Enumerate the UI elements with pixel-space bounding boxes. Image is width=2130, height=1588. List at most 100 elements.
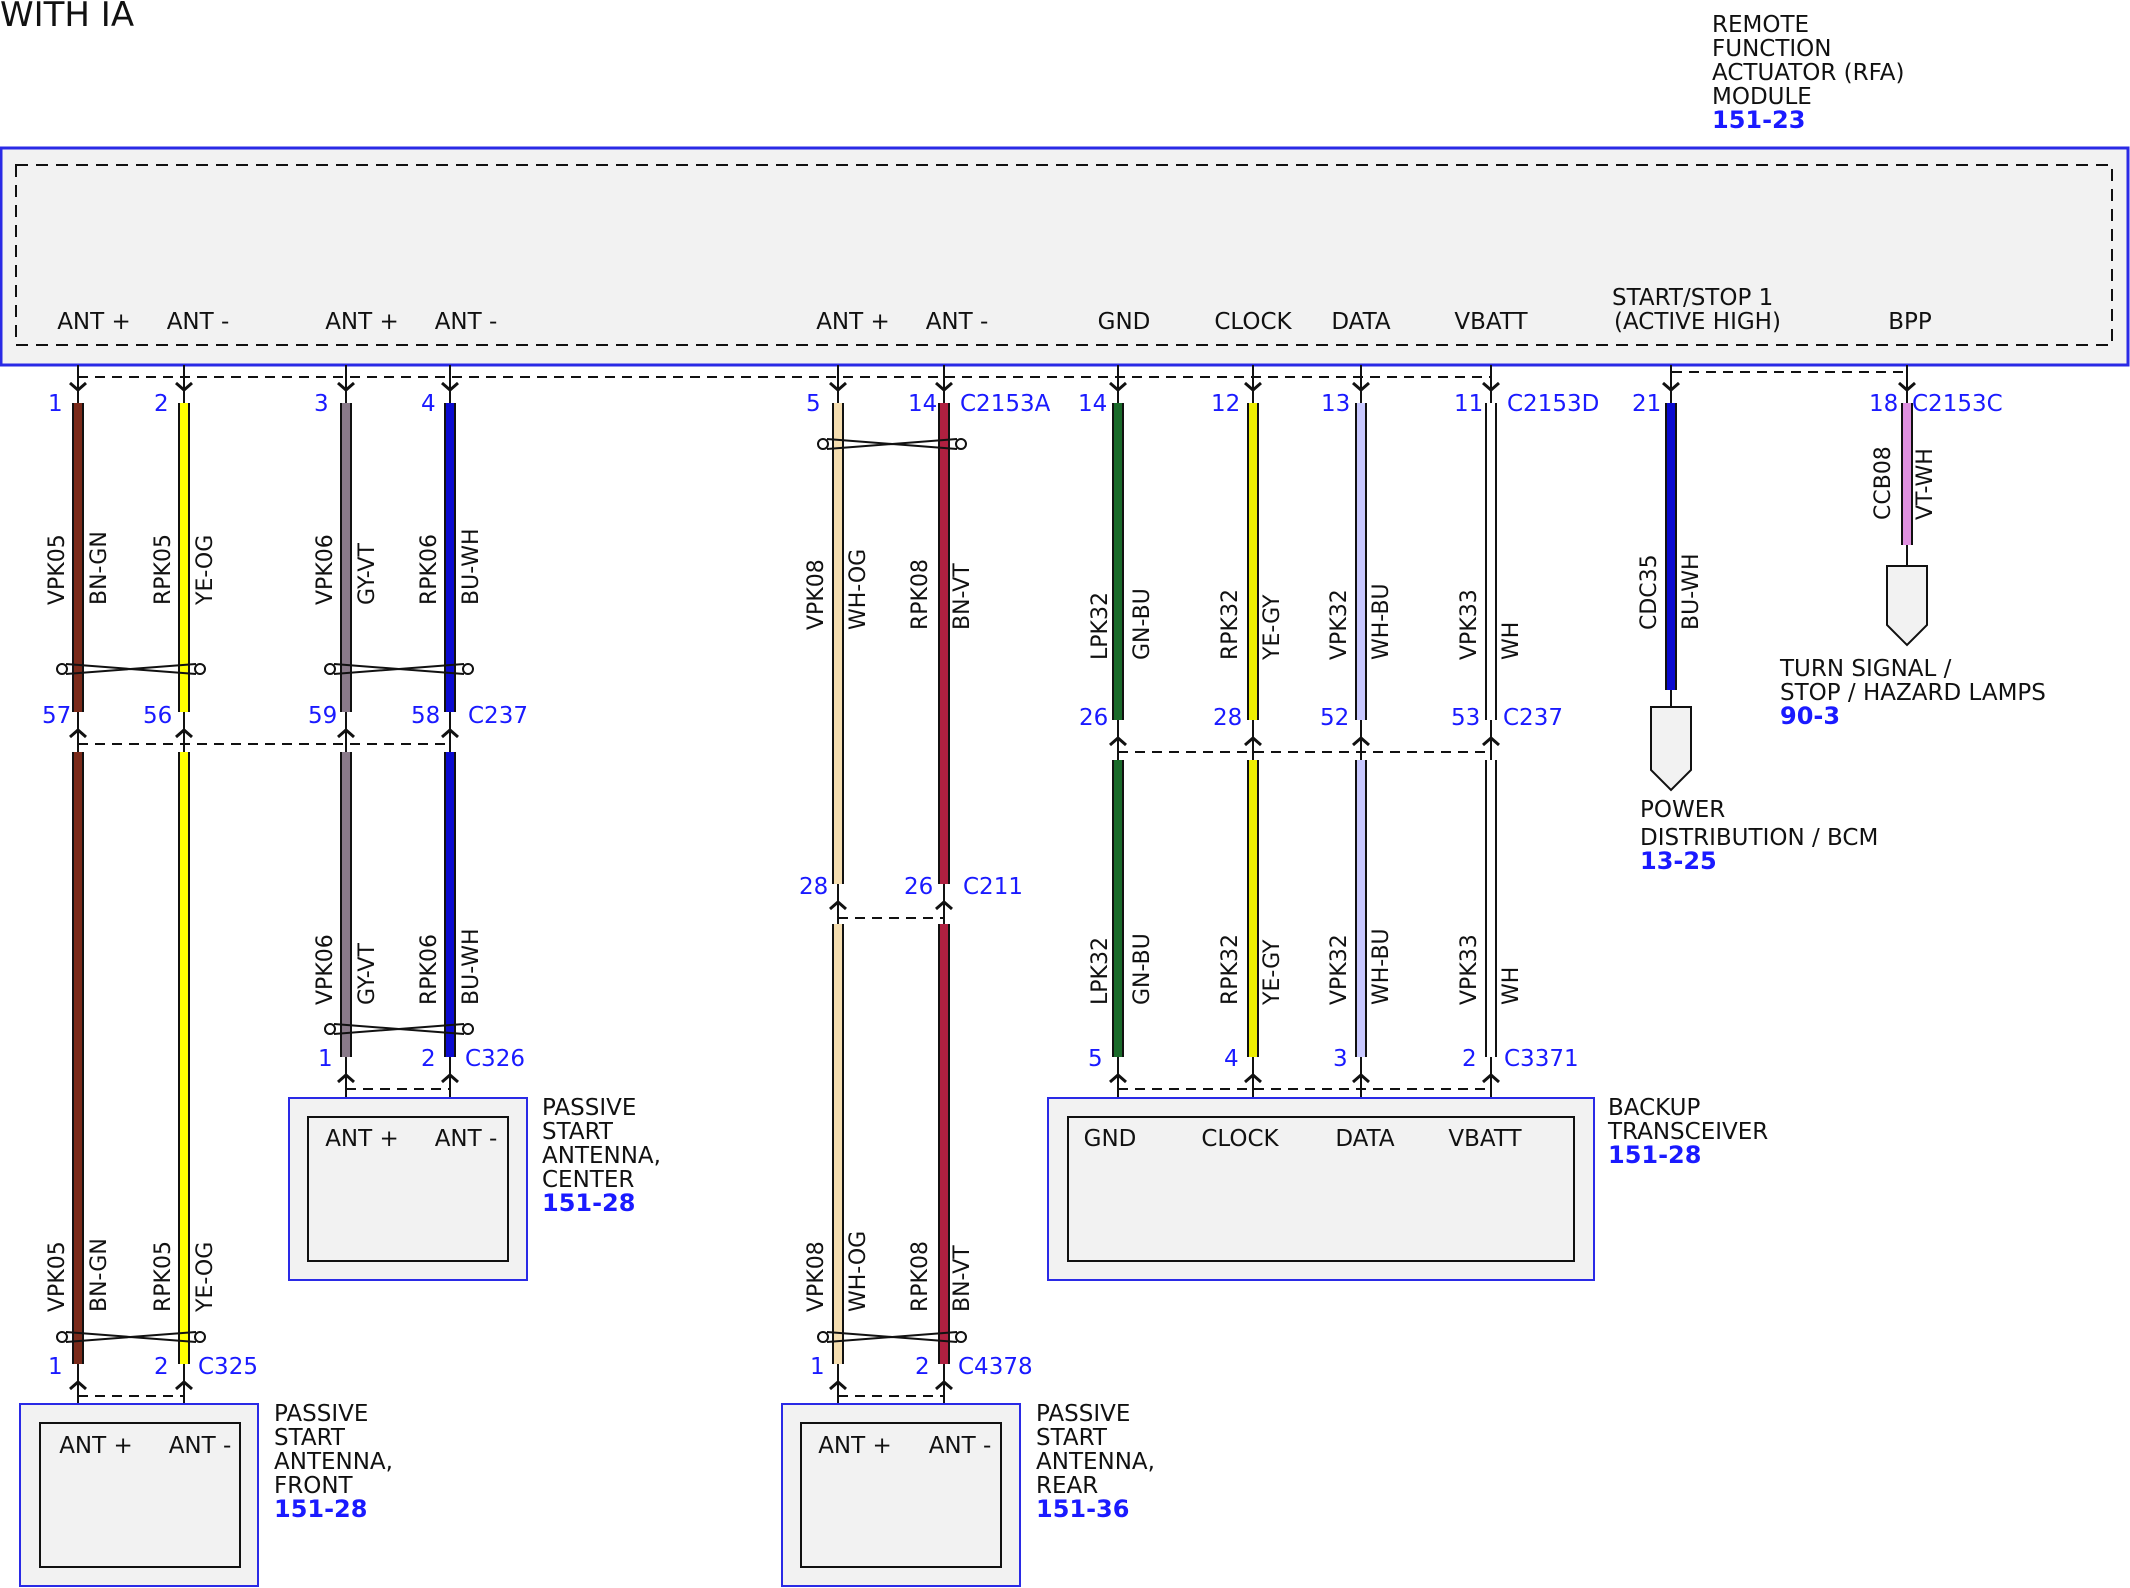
pin-number: 14: [908, 391, 937, 417]
pin-number: 5: [806, 391, 821, 417]
pin-number: 18: [1869, 391, 1898, 417]
twisted-pair-symbols: [56, 438, 967, 1343]
wire-color-label: GN-BU: [1130, 588, 1155, 660]
component-ref-link[interactable]: 151-28: [1608, 1141, 1701, 1169]
wire-color-label: YE-OG: [193, 1242, 218, 1313]
wire-segment-color: [834, 403, 842, 884]
pin-number: 5: [1088, 1046, 1103, 1072]
wire-circuit-label: RPK05: [151, 1241, 176, 1312]
wire-circuit-label: VPK06: [313, 534, 338, 605]
rfa-module-box: [0, 146, 2130, 367]
wire-segment-color: [446, 752, 454, 1057]
pin-number: 58: [411, 703, 440, 729]
pin-chevron-icon: [1244, 381, 1262, 392]
connector-name: C237: [1503, 705, 1563, 731]
pin-number: 21: [1632, 391, 1661, 417]
pin-label: ANT -: [435, 309, 498, 335]
wire-color-label: GN-BU: [1130, 933, 1155, 1005]
twist-icon: [333, 1023, 465, 1035]
connector-name: C326: [465, 1046, 525, 1072]
pin-number: 2: [154, 1354, 169, 1380]
pin-chevron-icon: [441, 728, 459, 739]
pin-label: ANT +: [325, 309, 399, 335]
pin-number: 4: [1224, 1046, 1239, 1072]
component-name-line: START: [274, 1425, 346, 1451]
module-name-line: ACTUATOR (RFA): [1712, 60, 1904, 86]
pin-chevron-icon: [441, 1073, 459, 1084]
component-pin-label: ANT +: [818, 1433, 892, 1459]
connector-shell-lines: [78, 371, 1905, 1397]
offpage-power-distribution: POWER DISTRIBUTION / BCM 13-25: [1640, 706, 1878, 875]
component-name-line: POWER: [1640, 797, 1725, 823]
pin-number: 13: [1321, 391, 1350, 417]
wire-color-label: YE-GY: [1260, 939, 1285, 1006]
pin-number: 53: [1451, 705, 1480, 731]
component-ref-link[interactable]: 151-28: [274, 1495, 367, 1523]
pin-number: 57: [42, 703, 71, 729]
pin-number: 2: [915, 1354, 930, 1380]
component-ref-link[interactable]: 90-3: [1780, 702, 1840, 730]
offpage-connector-icon: [1886, 565, 1928, 647]
pin-number: 12: [1211, 391, 1240, 417]
component-backup-transceiver: GND CLOCK DATA VBATT BACKUP TRANSCEIVER …: [1047, 1095, 1768, 1281]
wire-circuit-label: VPK05: [45, 1241, 70, 1312]
pin-chevron-icon: [1482, 736, 1500, 747]
component-pin-label: CLOCK: [1201, 1126, 1279, 1152]
twist-end-icon: [462, 663, 474, 675]
component-antenna-center: ANT + ANT - PASSIVE START ANTENNA, CENTE…: [288, 1095, 661, 1281]
wire-circuit-label: VPK32: [1327, 934, 1352, 1005]
wire-segment-color: [1487, 760, 1495, 1057]
wire-segment-color: [180, 752, 188, 1364]
pin-number: 11: [1454, 391, 1483, 417]
component-name-line: ANTENNA,: [542, 1143, 661, 1169]
twist-end-icon: [955, 1331, 967, 1343]
component-pin-label: GND: [1084, 1126, 1137, 1152]
twist-icon: [65, 663, 197, 675]
component-pin-label: VBATT: [1448, 1126, 1522, 1152]
offpage-connector-icon: [1650, 706, 1692, 792]
component-antenna-front: ANT + ANT - PASSIVE START ANTENNA, FRONT…: [19, 1401, 393, 1587]
component-pin-label: ANT +: [59, 1433, 133, 1459]
connector-name: C3371: [1504, 1046, 1579, 1072]
wire-color-label: WH-OG: [846, 549, 871, 630]
component-ref-link[interactable]: 13-25: [1640, 847, 1717, 875]
module-ref-link[interactable]: 151-23: [1712, 106, 1805, 134]
component-ref-link[interactable]: 151-36: [1036, 1495, 1129, 1523]
wire-circuit-label: RPK32: [1218, 934, 1243, 1005]
pin-chevron-icon: [1109, 736, 1127, 747]
twist-end-icon: [194, 1331, 206, 1343]
component-name-line: START: [1036, 1425, 1108, 1451]
pin-chevron-icon: [1662, 381, 1680, 392]
wire-circuit-label: VPK33: [1457, 589, 1482, 660]
connector-name: C2153D: [1507, 391, 1599, 417]
pin-chevron-icon: [1352, 1073, 1370, 1084]
wire-circuit-label: VPK08: [804, 1241, 829, 1312]
pin-number: 14: [1078, 391, 1107, 417]
pin-number: 1: [48, 1354, 63, 1380]
connector-name: C2153A: [960, 391, 1051, 417]
wire-segment-color: [1114, 760, 1122, 1057]
twist-icon: [826, 438, 958, 450]
pin-number: 26: [1079, 705, 1108, 731]
wire-color-label: BN-GN: [87, 531, 112, 605]
pin-number: 28: [799, 874, 828, 900]
component-name-line: STOP / HAZARD LAMPS: [1780, 680, 2046, 706]
pin-label: ANT +: [816, 309, 890, 335]
component-ref-link[interactable]: 151-28: [542, 1189, 635, 1217]
wire-color-label: YE-OG: [193, 535, 218, 606]
pin-numbers: 1 2 3 4 5 14 C2153A 14 12 13 11 C2153D 2…: [42, 391, 2003, 1380]
wire-circuit-label: VPK33: [1457, 934, 1482, 1005]
pin-chevron-icon: [441, 381, 459, 392]
wire-segment-color: [1114, 403, 1122, 720]
wire-color-label: YE-GY: [1260, 594, 1285, 661]
twist-end-icon: [955, 438, 967, 450]
pin-label: BPP: [1888, 309, 1932, 335]
wire-segment-color: [74, 403, 82, 712]
module-name-line: MODULE: [1712, 84, 1812, 110]
pin-chevron-icon: [69, 381, 87, 392]
component-name-line: ANTENNA,: [274, 1449, 393, 1475]
twist-icon: [333, 663, 465, 675]
wire-circuit-label: LPK32: [1088, 592, 1113, 660]
wire-color-label: BN-GN: [87, 1238, 112, 1312]
